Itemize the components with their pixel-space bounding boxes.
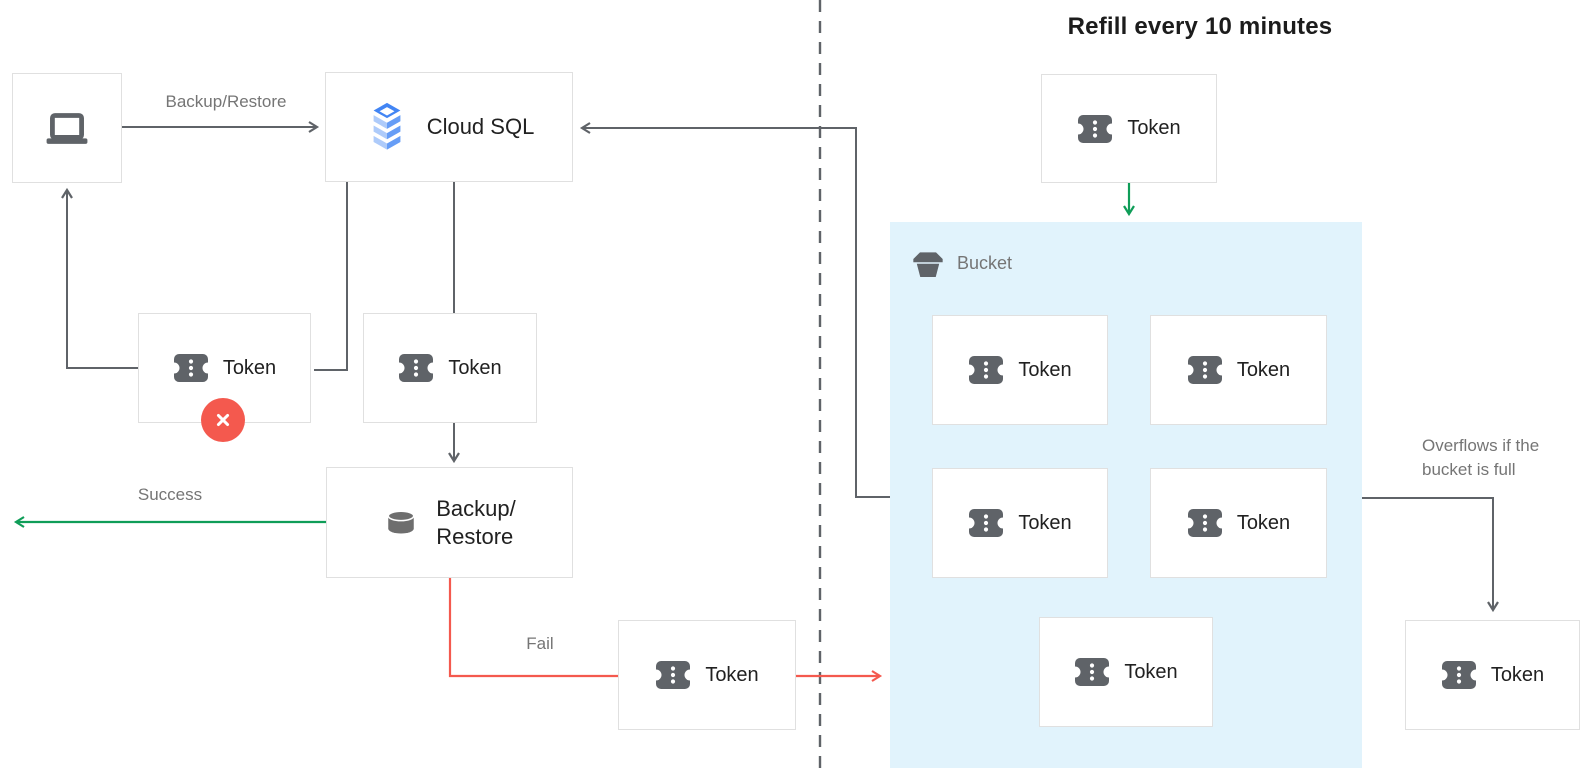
fail-token-node: Token — [618, 620, 796, 730]
token-label: Token — [1018, 511, 1072, 534]
bucket-region: Bucket Token Token Token — [890, 222, 1362, 768]
cloud-sql-label: Cloud SQL — [426, 114, 535, 139]
token-label: Token — [1127, 117, 1181, 139]
client-node — [12, 73, 122, 183]
token-label: Token — [222, 356, 277, 379]
token-label: Token — [1490, 663, 1545, 686]
bucket-token-4: Token — [1150, 468, 1327, 578]
arrow-bucket-overflow — [1362, 497, 1499, 613]
ticket-icon — [1440, 661, 1477, 689]
token-label: Token — [448, 356, 502, 379]
ticket-icon — [398, 354, 435, 382]
overflow-token-node: Token — [1405, 620, 1580, 730]
arrow-bucket-to-cloudsql — [579, 122, 890, 498]
bucket-label-text: Bucket — [957, 252, 1013, 273]
database-icon — [387, 509, 415, 533]
edge-label-overflow-line2: bucket is full — [1422, 460, 1516, 479]
refill-title: Refill every 10 minutes — [1067, 13, 1333, 40]
edge-label-fail: Fail — [526, 634, 554, 653]
ticket-icon — [968, 356, 1005, 384]
backup-restore-label: Backup/ Restore — [436, 495, 516, 551]
token-label: Token — [705, 663, 759, 686]
cloud-sql-node: Cloud SQL — [325, 72, 573, 182]
edge-label-backup-restore: Backup/Restore — [165, 92, 287, 111]
ticket-icon — [1186, 509, 1223, 537]
refill-token-node: Token — [1041, 74, 1217, 183]
cloudsql-token-node: Token — [363, 313, 537, 423]
bucket-token-2: Token — [1150, 315, 1327, 425]
ticket-icon — [1074, 658, 1111, 686]
edge-label-overflow: Overflows if the bucket is full — [1422, 434, 1582, 482]
token-label: Token — [1018, 358, 1072, 381]
ticket-icon — [172, 354, 209, 382]
cloud-sql-icon — [373, 102, 401, 150]
bucket-label: Bucket — [912, 248, 1012, 278]
bucket-icon — [913, 252, 943, 277]
bucket-token-1: Token — [932, 315, 1108, 425]
denied-badge — [201, 398, 245, 442]
ticket-icon — [968, 509, 1005, 537]
laptop-icon — [46, 113, 88, 144]
bucket-token-5: Token — [1039, 617, 1213, 727]
x-icon — [216, 413, 230, 427]
ticket-icon — [655, 661, 692, 689]
ticket-icon — [1077, 114, 1114, 143]
line-cloudsql-to-denied-token — [314, 182, 348, 371]
token-label: Token — [1236, 511, 1291, 534]
backup-restore-node: Backup/ Restore — [326, 467, 573, 578]
edge-label-overflow-line1: Overflows if the — [1422, 436, 1540, 455]
backup-restore-label-line1: Backup/ — [436, 495, 516, 521]
line-fail-to-token — [448, 578, 618, 678]
backup-restore-label-line2: Restore — [436, 523, 514, 549]
arrow-denied-token-to-client — [61, 187, 138, 369]
token-label: Token — [1236, 358, 1291, 381]
token-label: Token — [1124, 660, 1178, 683]
bucket-token-3: Token — [932, 468, 1108, 578]
ticket-icon — [1186, 356, 1223, 384]
edge-label-success: Success — [137, 485, 203, 504]
